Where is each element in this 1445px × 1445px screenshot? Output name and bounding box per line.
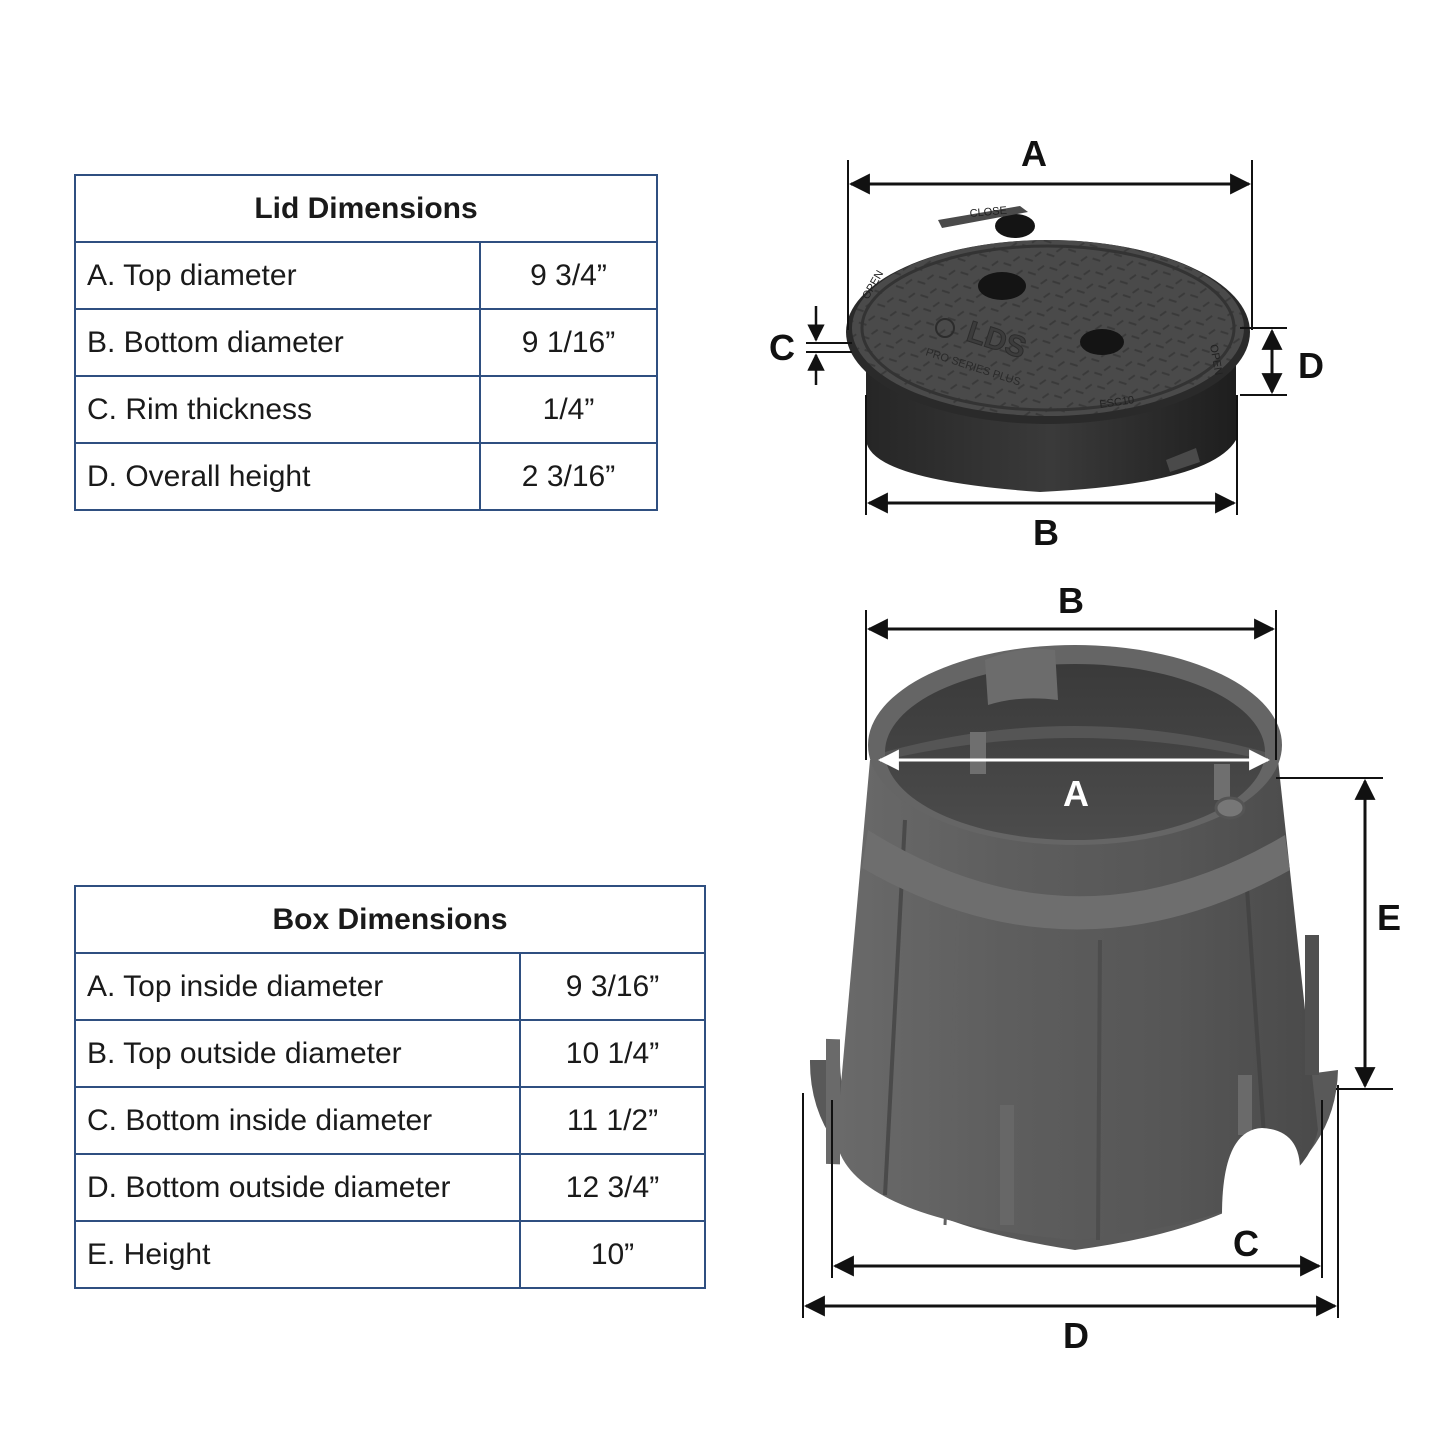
lid-close-mark: CLOSE xyxy=(969,205,1007,220)
row-label: A. Top inside diameter xyxy=(74,952,521,1021)
table-row: D. Overall height 2 3/16” xyxy=(74,442,658,511)
table-row: D. Bottom outside diameter 12 3/4” xyxy=(74,1153,706,1222)
row-value: 10” xyxy=(519,1220,706,1289)
table-row: C. Rim thickness 1/4” xyxy=(74,375,658,444)
box-pipe-knockout xyxy=(1222,1128,1300,1215)
table-row: C. Bottom inside diameter 11 1/2” xyxy=(74,1086,706,1155)
row-label: C. Bottom inside diameter xyxy=(74,1086,521,1155)
table-row: A. Top diameter 9 3/4” xyxy=(74,241,658,310)
row-value: 2 3/16” xyxy=(479,442,658,511)
row-label: B. Bottom diameter xyxy=(74,308,481,377)
box-label-b: B xyxy=(1058,580,1084,621)
table-header-row: Lid Dimensions xyxy=(74,174,658,243)
box-ledge xyxy=(862,830,1290,930)
lid-label-c: C xyxy=(769,327,795,368)
box-dimensions-table: Box Dimensions A. Top inside diameter 9 … xyxy=(74,885,706,1289)
lid-open-mark: OPEN xyxy=(1207,343,1224,376)
row-value: 1/4” xyxy=(479,375,658,444)
row-value: 10 1/4” xyxy=(519,1019,706,1088)
lid-dimensions-table: Lid Dimensions A. Top diameter 9 3/4” B.… xyxy=(74,174,658,511)
row-label: D. Overall height xyxy=(74,442,481,511)
row-label: E. Height xyxy=(74,1220,521,1289)
lid-label-a: A xyxy=(1021,133,1047,174)
row-label: D. Bottom outside diameter xyxy=(74,1153,521,1222)
lid-logo-icon xyxy=(935,318,955,338)
box-label-d: D xyxy=(1063,1315,1089,1356)
lid-hole-icon xyxy=(1080,329,1124,355)
box-drawing xyxy=(809,645,1338,1250)
row-value: 9 3/16” xyxy=(519,952,706,1021)
table-header-row: Box Dimensions xyxy=(74,885,706,954)
lid-top xyxy=(852,240,1244,416)
row-value: 9 3/4” xyxy=(479,241,658,310)
table-row: A. Top inside diameter 9 3/16” xyxy=(74,952,706,1021)
lid-label-b: B xyxy=(1033,512,1059,553)
lid-hole-icon xyxy=(995,214,1035,238)
box-label-e: E xyxy=(1377,897,1401,938)
row-label: B. Top outside diameter xyxy=(74,1019,521,1088)
row-label: C. Rim thickness xyxy=(74,375,481,444)
row-value: 11 1/2” xyxy=(519,1086,706,1155)
box-label-c: C xyxy=(1233,1223,1259,1264)
lid-table-title: Lid Dimensions xyxy=(74,174,658,243)
table-row: B. Bottom diameter 9 1/16” xyxy=(74,308,658,377)
lid-dimension-lines: A B C D xyxy=(769,133,1324,553)
lid-label-d: D xyxy=(1298,345,1324,386)
row-label: A. Top diameter xyxy=(74,241,481,310)
box-label-a: A xyxy=(1063,773,1089,814)
row-value: 9 1/16” xyxy=(479,308,658,377)
lid-model-mark: ESC10 xyxy=(1099,394,1135,411)
table-row: B. Top outside diameter 10 1/4” xyxy=(74,1019,706,1088)
box-table-title: Box Dimensions xyxy=(74,885,706,954)
row-value: 12 3/4” xyxy=(519,1153,706,1222)
box-dimension-lines: B A E C D xyxy=(802,580,1401,1356)
lid-drawing: CLOSE OPEN OPEN LDS PRO SERIES PLUS ESC1… xyxy=(846,205,1250,492)
table-row: E. Height 10” xyxy=(74,1220,706,1289)
lid-hole-icon xyxy=(978,272,1026,300)
